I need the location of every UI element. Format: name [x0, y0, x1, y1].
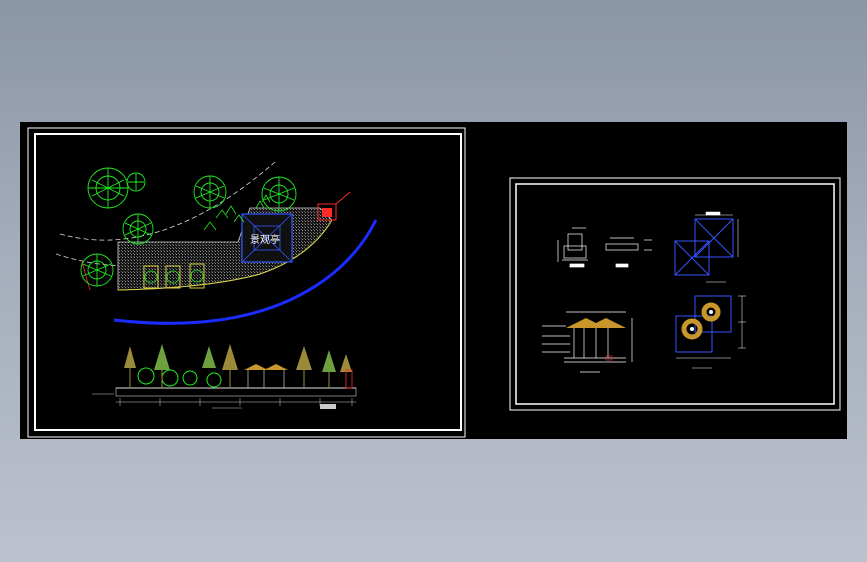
tree-icon	[122, 213, 154, 245]
column-layout-plan	[675, 295, 746, 369]
tree-icon	[87, 167, 129, 209]
pavilion-icon	[241, 213, 293, 263]
shrub-cluster	[203, 194, 271, 231]
column-ring-icon	[681, 318, 703, 340]
red-leader-line-left	[81, 261, 91, 291]
tree-icon	[80, 253, 114, 287]
beam-section-detail	[605, 237, 652, 268]
red-marker	[317, 203, 337, 221]
tree-icon	[193, 175, 227, 209]
pavilion-icon	[674, 218, 734, 276]
pavilion-detail-drawing	[509, 177, 841, 411]
road-curve	[113, 219, 378, 325]
elevation-base	[115, 387, 357, 397]
elevation-trees	[124, 344, 352, 388]
left-drawing-sheet: 景观亭	[20, 122, 466, 439]
dimension-ticks	[119, 398, 353, 406]
column-ring-icon	[701, 302, 721, 322]
planter-boxes	[143, 263, 205, 289]
red-marker-fill	[322, 208, 332, 217]
roof-plan-dimensions	[695, 211, 739, 283]
tree-icon	[126, 172, 146, 192]
elevation-red-marker	[345, 369, 353, 389]
site-plan-drawing: 景观亭	[27, 127, 466, 438]
red-leader-line	[335, 191, 351, 205]
inner-frame	[34, 133, 462, 431]
pavilion-label: 景观亭	[250, 233, 280, 246]
elevation-pavilion	[244, 364, 288, 388]
inner-frame	[515, 183, 835, 405]
outer-frame	[509, 177, 841, 411]
pavilion-elevation-detail	[542, 311, 633, 373]
outer-frame	[27, 127, 466, 438]
elevation-title-mark	[320, 404, 336, 409]
column-section-detail	[557, 227, 588, 268]
tree-icon	[261, 176, 297, 212]
right-drawing-sheet	[466, 122, 847, 439]
contour-line-upper	[59, 161, 276, 241]
